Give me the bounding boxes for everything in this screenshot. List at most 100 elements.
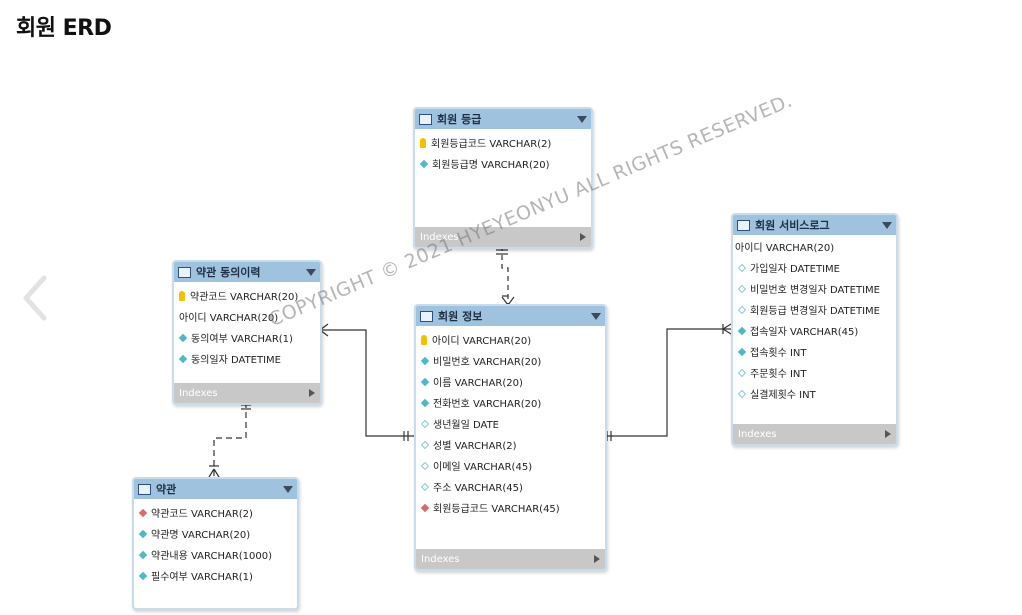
entity-header[interactable]: 회원 정보 [416,306,605,326]
table-icon [419,113,432,125]
entity-header[interactable]: 약관 동의이력 [174,262,320,282]
column-text: 회원등급 변경일자 DATETIME [750,306,880,317]
nullable-attribute-icon [421,440,429,449]
entity-terms[interactable]: 약관 약관코드 VARCHAR(2) 약관명 VARCHAR(20) 약관내용 … [132,477,299,610]
arrow-right-icon [885,430,891,438]
column-row: 동의일자 DATETIME [174,348,320,369]
chevron-down-icon[interactable] [882,221,892,229]
column-row: 주소 VARCHAR(45) [416,476,605,497]
column-text: 접속횟수 INT [750,348,807,359]
column-text: 비밀번호 변경일자 DATETIME [750,285,880,296]
relationship-consent-member [318,323,414,441]
column-row: 이메일 VARCHAR(45) [416,455,605,476]
chevron-down-icon[interactable] [577,115,587,123]
nullable-attribute-icon [738,305,746,314]
indexes-label: Indexes [179,387,218,399]
column-text: 아이디 VARCHAR(20) [432,336,532,347]
attribute-icon [138,571,148,580]
entity-header[interactable]: 회원 서비스로그 [733,215,896,235]
chevron-down-icon[interactable] [306,268,316,276]
entity-name: 회원 정보 [438,310,483,323]
column-row: 아이디 VARCHAR(20) [174,306,320,327]
primary-key-icon [420,137,426,148]
column-row: 접속일자 VARCHAR(45) [733,320,896,341]
column-text: 이름 VARCHAR(20) [433,378,523,389]
column-text: 전화번호 VARCHAR(20) [433,399,542,410]
column-text: 아이디 VARCHAR(20) [735,243,835,254]
nullable-attribute-icon [738,389,746,398]
column-text: 주문횟수 INT [750,369,807,380]
table-icon [178,266,191,278]
column-row: 약관명 VARCHAR(20) [134,523,297,544]
column-text: 약관내용 VARCHAR(1000) [151,551,273,562]
primary-key-icon [179,290,185,301]
relationship-member-service [603,323,732,441]
attribute-icon [737,347,747,356]
column-row: 약관코드 VARCHAR(20) [174,285,320,306]
entity-member-info[interactable]: 회원 정보 아이디 VARCHAR(20) 비밀번호 VARCHAR(20) 이… [414,304,607,571]
attribute-icon [138,529,148,538]
column-text: 주소 VARCHAR(45) [433,483,523,494]
column-text: 동의여부 VARCHAR(1) [191,334,293,345]
column-text: 아이디 VARCHAR(20) [179,313,279,324]
table-icon [138,483,151,495]
foreign-key-icon [420,503,430,512]
column-row: 이름 VARCHAR(20) [416,371,605,392]
nullable-attribute-icon [421,419,429,428]
column-row: 약관코드 VARCHAR(2) [134,502,297,523]
column-text: 회원등급코드 VARCHAR(45) [433,504,560,515]
entity-name: 약관 동의이력 [196,266,261,279]
column-row: 아이디 VARCHAR(20) [416,329,605,350]
column-row: 약관내용 VARCHAR(1000) [134,544,297,565]
column-row: 회원등급코드 VARCHAR(45) [416,497,605,518]
arrow-right-icon [580,233,586,241]
nullable-attribute-icon [421,482,429,491]
column-text: 동의일자 DATETIME [191,355,281,366]
column-row: 비밀번호 변경일자 DATETIME [733,278,896,299]
column-text: 생년월일 DATE [433,420,499,431]
indexes-footer[interactable]: Indexes [174,383,320,403]
chevron-down-icon[interactable] [283,485,293,493]
chevron-left-icon[interactable] [18,272,58,324]
column-text: 이메일 VARCHAR(45) [433,462,533,473]
indexes-footer[interactable]: Indexes [733,424,896,444]
column-text: 실결제횟수 INT [750,390,816,401]
column-text: 가입일자 DATETIME [750,264,840,275]
column-row: 회원등급 변경일자 DATETIME [733,299,896,320]
attribute-icon [737,326,747,335]
relationship-grade-member [496,246,515,306]
column-text: 약관코드 VARCHAR(20) [190,292,299,303]
arrow-right-icon [594,555,600,563]
attribute-icon [178,354,188,363]
entity-name: 회원 서비스로그 [755,219,830,232]
column-row: 성별 VARCHAR(2) [416,434,605,455]
attribute-icon [420,377,430,386]
foreign-key-icon [138,508,148,517]
attribute-icon [178,333,188,342]
arrow-right-icon [309,389,315,397]
entity-terms-consent[interactable]: 약관 동의이력 약관코드 VARCHAR(20) 아이디 VARCHAR(20)… [172,260,322,405]
indexes-footer[interactable]: Indexes [415,227,591,247]
entity-name: 회원 등급 [437,113,482,126]
entity-header[interactable]: 약관 [134,479,297,499]
table-icon [737,219,750,231]
indexes-label: Indexes [420,231,459,243]
column-row: 전화번호 VARCHAR(20) [416,392,605,413]
indexes-footer[interactable]: Indexes [416,549,605,569]
chevron-down-icon[interactable] [591,312,601,320]
column-row: 회원등급코드 VARCHAR(2) [415,132,591,153]
column-row: 비밀번호 VARCHAR(20) [416,350,605,371]
indexes-label: Indexes [421,553,460,565]
attribute-icon [419,159,429,168]
column-row: 회원등급명 VARCHAR(20) [415,153,591,174]
column-text: 접속일자 VARCHAR(45) [750,327,859,338]
page-title: 회원 ERD [16,16,112,41]
entity-member-service-log[interactable]: 회원 서비스로그 아이디 VARCHAR(20) 가입일자 DATETIME 비… [731,213,898,446]
column-text: 성별 VARCHAR(2) [433,441,517,452]
entity-header[interactable]: 회원 등급 [415,109,591,129]
attribute-icon [420,356,430,365]
column-row: 아이디 VARCHAR(20) [733,236,896,257]
entity-member-grade[interactable]: 회원 등급 회원등급코드 VARCHAR(2) 회원등급명 VARCHAR(20… [413,107,593,249]
indexes-label: Indexes [738,428,777,440]
nullable-attribute-icon [738,263,746,272]
